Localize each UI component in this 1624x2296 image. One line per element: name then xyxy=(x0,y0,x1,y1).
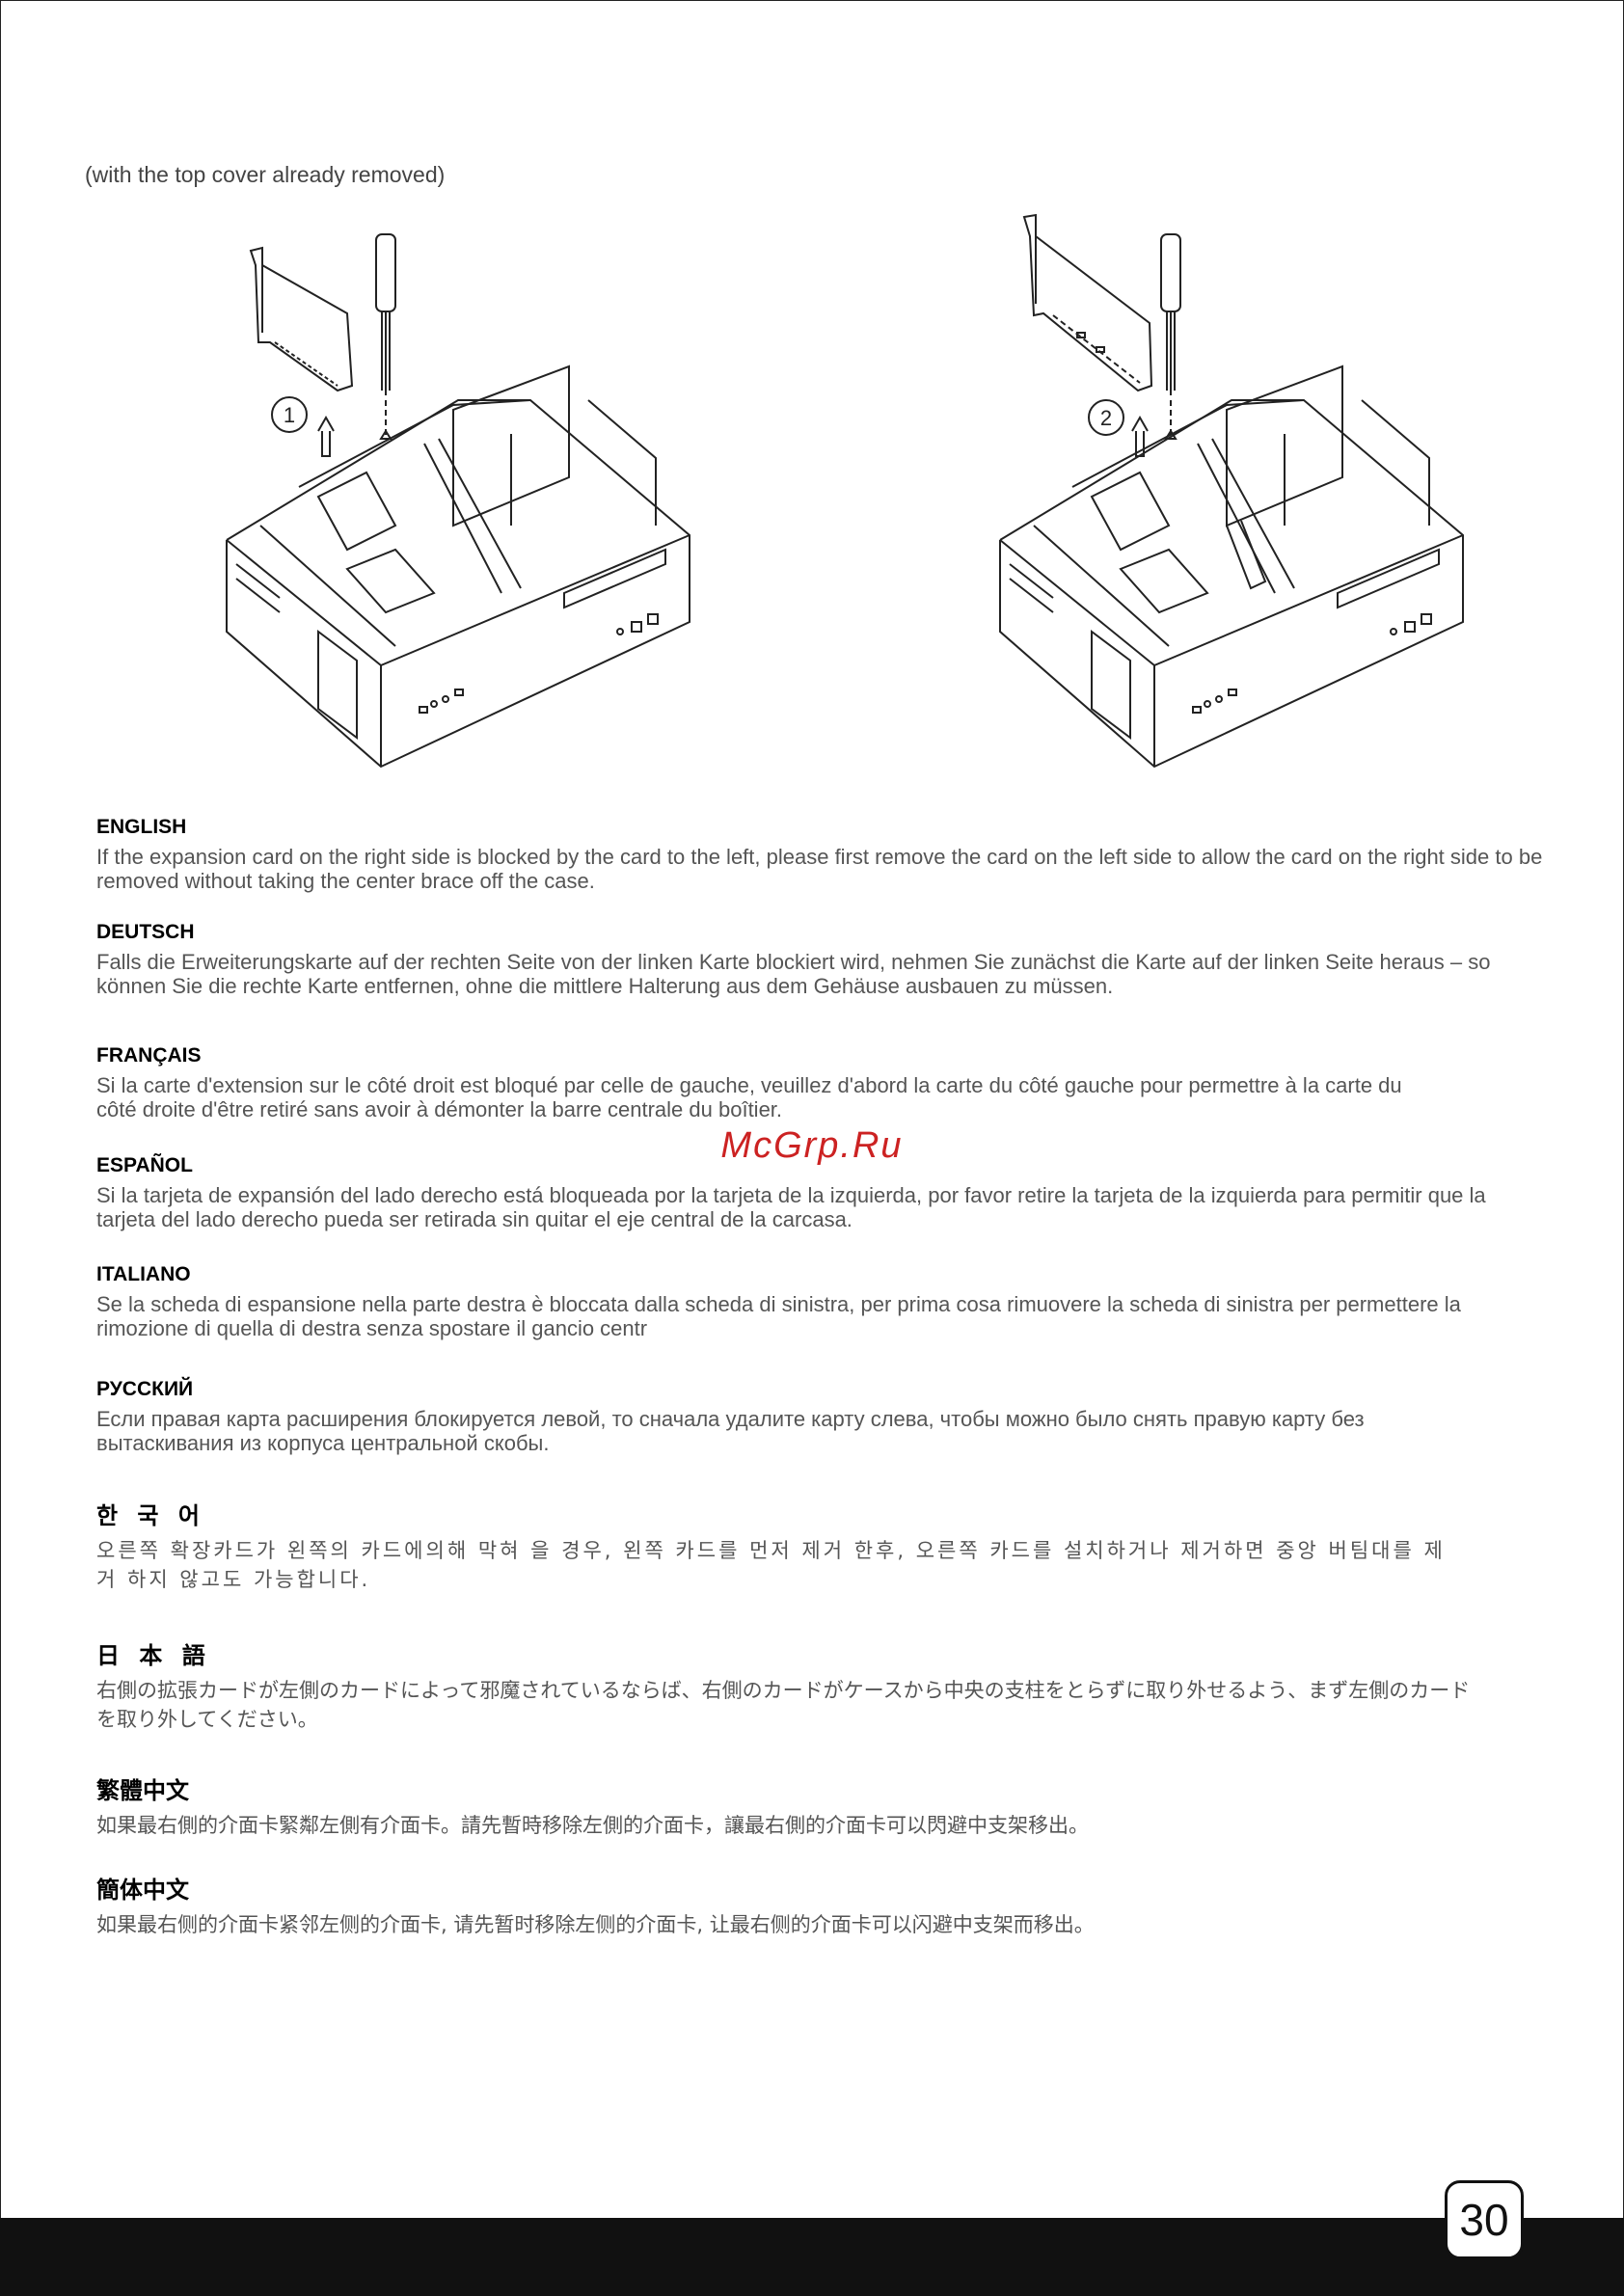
section-heading: 日 本 語 xyxy=(96,1642,211,1669)
screwdriver-icon xyxy=(375,233,396,440)
section-heading: DEUTSCH xyxy=(96,921,195,943)
section-text: 如果最右侧的介面卡紧邻左侧的介面卡, 请先暂时移除左侧的介面卡, 让最右侧的介面… xyxy=(96,1913,1095,1936)
section-text: Falls die Erweiterungskarte auf der rech… xyxy=(96,950,1491,998)
section-heading: 簡体中文 xyxy=(96,1877,189,1904)
section-heading: 繁體中文 xyxy=(96,1777,189,1804)
section-russian: РУССКИЙ Если правая карта расширения бло… xyxy=(96,1378,1543,1455)
section-japanese: 日 本 語 右側の拡張カードが左側のカードによって邪魔されているならば、右側のカ… xyxy=(96,1636,1543,1734)
section-text: Se la scheda di espansione nella parte d… xyxy=(96,1292,1461,1340)
section-deutsch: DEUTSCH Falls die Erweiterungskarte auf … xyxy=(96,921,1543,998)
cover-note: (with the top cover already removed) xyxy=(85,162,446,187)
section-heading: ESPAÑOL xyxy=(96,1154,193,1176)
section-text: Если правая карта расширения блокируется… xyxy=(96,1407,1365,1455)
footer-bar xyxy=(0,2218,1624,2296)
section-espanol: ESPAÑOL Si la tarjeta de expansión del l… xyxy=(96,1154,1543,1231)
step-number-1: 1 xyxy=(284,403,295,427)
step-badge-1 xyxy=(271,396,308,433)
step-badge-2 xyxy=(1088,399,1124,436)
section-text: 右側の拡張カードが左側のカードによって邪魔されているならば、右側のカードがケース… xyxy=(96,1679,1471,1731)
section-heading: ITALIANO xyxy=(96,1263,191,1285)
section-text: Si la tarjeta de expansión del lado dere… xyxy=(96,1183,1486,1231)
section-text: If the expansion card on the right side … xyxy=(96,845,1543,893)
section-text: 如果最右側的介面卡緊鄰左側有介面卡。請先暫時移除左側的介面卡，讓最右側的介面卡可… xyxy=(96,1814,1089,1837)
screwdriver-icon xyxy=(1160,233,1181,440)
section-traditional-chinese: 繁體中文 如果最右側的介面卡緊鄰左側有介面卡。請先暫時移除左側的介面卡，讓最右側… xyxy=(96,1771,1543,1840)
watermark[interactable]: McGrp.Ru xyxy=(720,1125,904,1166)
expansion-card-icon xyxy=(1022,213,1153,392)
section-text: Si la carte d'extension sur le côté droi… xyxy=(96,1073,1402,1121)
up-arrow-icon xyxy=(317,415,335,457)
section-simplified-chinese: 簡体中文 如果最右侧的介面卡紧邻左侧的介面卡, 请先暂时移除左侧的介面卡, 让最… xyxy=(96,1871,1543,1939)
section-korean: 한 국 어 오른쪽 확장카드가 왼쪽의 카드에의해 막혀 을 경우, 왼쪽 카드… xyxy=(96,1497,1543,1594)
section-italiano: ITALIANO Se la scheda di espansione nell… xyxy=(96,1263,1543,1340)
computer-case-icon xyxy=(999,365,1464,769)
step-number-2: 2 xyxy=(1100,406,1112,430)
section-heading: ENGLISH xyxy=(96,816,187,838)
section-english: ENGLISH If the expansion card on the rig… xyxy=(96,816,1543,893)
section-heading: FRANÇAIS xyxy=(96,1044,202,1067)
section-francais: FRANÇAIS Si la carte d'extension sur le … xyxy=(96,1044,1543,1121)
illustration-step-1: 1 xyxy=(226,233,690,769)
page-number: 30 xyxy=(1445,2180,1524,2259)
section-heading: 한 국 어 xyxy=(96,1502,205,1529)
expansion-card-icon xyxy=(249,246,354,392)
computer-case-icon xyxy=(226,365,690,769)
illustration-step-2: 2 xyxy=(999,213,1464,769)
section-text: 오른쪽 확장카드가 왼쪽의 카드에의해 막혀 을 경우, 왼쪽 카드를 먼저 제… xyxy=(96,1539,1446,1591)
section-heading: РУССКИЙ xyxy=(96,1378,194,1400)
